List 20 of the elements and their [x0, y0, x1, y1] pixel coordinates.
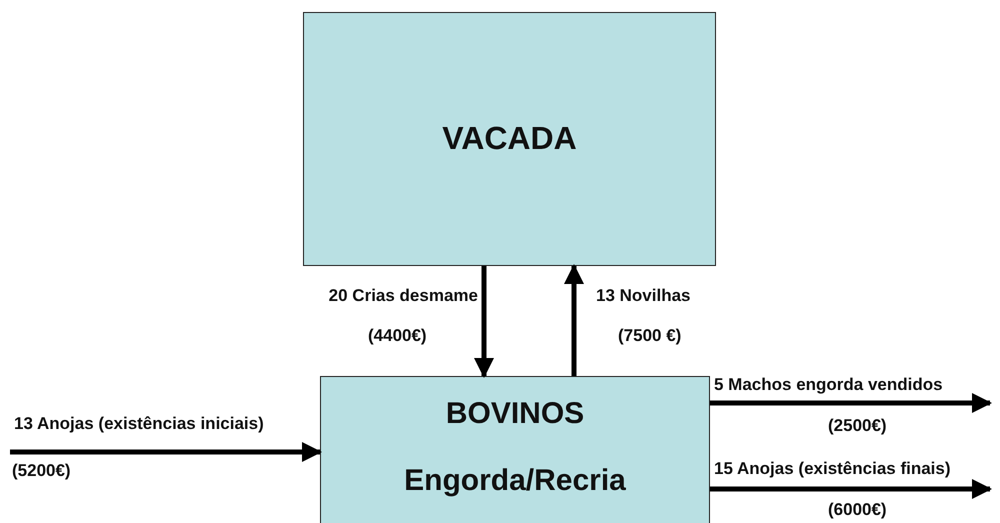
value-label: (2500€)	[828, 416, 887, 436]
edge-label: 13 Novilhas	[596, 286, 690, 306]
value-label: (4400€)	[368, 326, 427, 346]
edge-label: 15 Anojas (existências finais)	[714, 459, 951, 480]
arrow	[474, 266, 494, 378]
value-label: (6000€)	[828, 500, 887, 520]
box-title: VACADA	[442, 121, 577, 157]
value-label: (7500 €)	[618, 326, 682, 346]
box-title: BOVINOS	[446, 397, 584, 430]
value-label: (5200€)	[12, 461, 71, 482]
arrow	[710, 393, 992, 413]
edge-label: 5 Machos engorda vendidos	[714, 375, 943, 396]
arrow	[564, 264, 584, 376]
edge-label: 13 Anojas (existências iniciais)	[14, 414, 264, 434]
edge-label: 20 Crias desmame	[328, 286, 478, 306]
process-box	[320, 376, 710, 523]
box-title: Engorda/Recria	[404, 464, 626, 497]
arrow	[10, 442, 322, 462]
arrow	[710, 479, 992, 499]
process-box	[303, 12, 716, 266]
